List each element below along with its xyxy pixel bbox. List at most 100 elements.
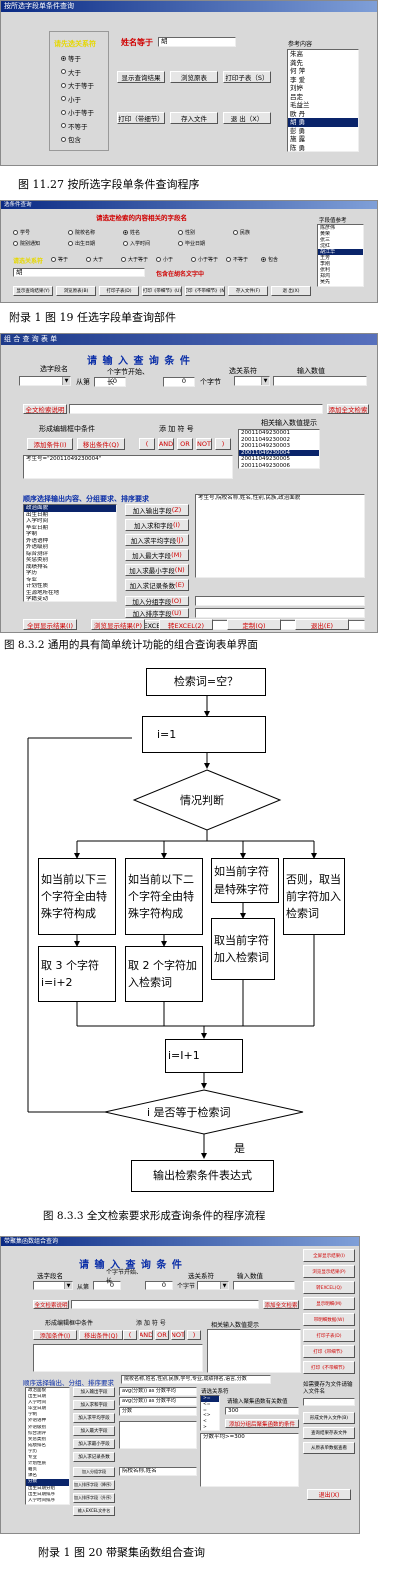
field-item[interactable]: 出生日期分组	[28, 1485, 55, 1491]
action-button[interactable]: )	[215, 438, 231, 450]
reference-item[interactable]: 张三	[320, 237, 331, 243]
field-item[interactable]: 生源地所在地	[26, 589, 60, 596]
add-field-button[interactable]: 加入最大字段(M)	[125, 549, 189, 561]
action-button[interactable]: 转EXCEL(2)	[159, 619, 213, 630]
action-button[interactable]: 带明细数据(W)	[303, 1313, 355, 1326]
output-fields-box[interactable]: 院校名称,姓名,性别,民族,学号,专业,成绩排名,语言,分数	[121, 1375, 271, 1384]
field-item[interactable]: 籍贯	[28, 1467, 37, 1473]
relation-radio[interactable]: 大于	[61, 67, 81, 77]
relation-radio[interactable]: 毕业日期	[178, 240, 205, 247]
action-button[interactable]: 浏览显示结果(P)	[91, 619, 145, 630]
field-item[interactable]: 外语语种	[26, 537, 49, 544]
reference-item[interactable]: 朱高	[290, 50, 303, 58]
exit-button[interactable]: 退出(X)	[307, 1489, 351, 1500]
field-item[interactable]: 计划性质	[28, 1461, 46, 1467]
reference-list[interactable]: 陈彦伟黄荣张三沈红胡江华王芳李刚张利郑鸿吴先	[317, 224, 364, 287]
field-item[interactable]: 奖惩类别	[26, 557, 49, 563]
field-value-input[interactable]: 胡	[158, 37, 236, 47]
agg-value-input[interactable]: 300	[225, 1407, 299, 1415]
length-spinner[interactable]: 0	[163, 377, 195, 387]
action-button[interactable]: OR	[177, 438, 193, 450]
action-button[interactable]: 定制(Q)	[227, 619, 281, 630]
field-item[interactable]: 政治面貌	[28, 1388, 46, 1393]
fulltext-input[interactable]	[69, 404, 323, 414]
action-button[interactable]: 浏览原表(B)	[56, 286, 96, 296]
action-button[interactable]: 显示明细(M)	[303, 1297, 355, 1310]
add-field-button[interactable]: 加入输出字段(Z)	[125, 504, 189, 516]
field-item[interactable]: 课名	[28, 1473, 37, 1479]
relation-radio[interactable]: 出生日期	[68, 240, 95, 247]
field-item[interactable]: 学籍变动	[26, 596, 49, 602]
action-button[interactable]: 存入文件(F)	[228, 286, 268, 296]
field-item[interactable]: 出生日期排序	[28, 1491, 55, 1497]
reference-item[interactable]: 吴先	[320, 279, 331, 285]
fulltext-help-button[interactable]: 全文检索说明	[33, 1300, 69, 1309]
reference-item[interactable]: 李刚	[320, 261, 331, 267]
relation-radio[interactable]: 大于等于	[121, 256, 148, 263]
add-fulltext-button[interactable]: 添加全文检索	[327, 404, 369, 414]
action-button[interactable]: )	[187, 1330, 201, 1340]
action-button[interactable]: 打印子表(D)	[303, 1329, 355, 1342]
hint-list[interactable]	[207, 1329, 301, 1373]
action-button[interactable]: 查询结果存表文件	[303, 1427, 355, 1439]
add-agg-condition-button[interactable]: 添加分组后聚集函数的条件	[225, 1419, 299, 1428]
agg-detail-box[interactable]	[119, 1421, 197, 1449]
agg-condition-box[interactable]: 分数平均>=300	[200, 1433, 299, 1487]
value-input[interactable]	[273, 376, 367, 386]
relation-option[interactable]: <	[203, 1419, 207, 1425]
field-item[interactable]: 奖惩类别	[28, 1436, 46, 1442]
reference-item[interactable]: 沈红	[320, 243, 331, 249]
relation-radio[interactable]: 包含	[61, 134, 81, 144]
reference-item[interactable]: 郑鸿	[320, 273, 331, 279]
add-field-button[interactable]: 加入求记录条数(E)	[125, 579, 189, 591]
start-spinner[interactable]: 0	[93, 1281, 121, 1290]
field-item[interactable]: 成绩排名	[28, 1442, 46, 1448]
relation-radio[interactable]: 性别	[178, 229, 195, 236]
field-list[interactable]: 政治面貌出生日期入学时间毕业日期学制外语语种外语级别综合测评奖惩类别成绩排名学历…	[23, 504, 117, 602]
relation-radio[interactable]: 大于等于	[61, 80, 94, 90]
action-button[interactable]: 输入EXCEL文件名	[73, 1506, 115, 1516]
group-fields-box[interactable]: 院校名称,姓名	[119, 1467, 197, 1476]
relation-option[interactable]: =	[203, 1407, 207, 1413]
action-button[interactable]: OR	[155, 1330, 169, 1340]
action-button[interactable]: 打印子表(D)	[99, 286, 139, 296]
relation-radio[interactable]: 小于	[156, 256, 173, 263]
field-item[interactable]: 专业	[26, 576, 38, 583]
hint-item[interactable]: 20011049230006	[241, 462, 290, 469]
action-button[interactable]: 打印《带细节》	[303, 1345, 355, 1358]
hint-item[interactable]: 20011049230003	[241, 443, 290, 449]
reference-item[interactable]: 李 爱	[290, 75, 306, 84]
field-item[interactable]: 入学时间	[28, 1400, 46, 1406]
relation-radio[interactable]: 院校名称	[68, 229, 95, 236]
group-button[interactable]: 加入分组字段(O)	[125, 596, 189, 606]
reference-item[interactable]: 毛益兰	[290, 101, 310, 109]
action-button[interactable]: 加入输出字段	[73, 1387, 115, 1397]
action-button[interactable]: 加入排序字段（降序）	[73, 1480, 115, 1490]
action-button[interactable]: 退 出（X）	[223, 112, 271, 124]
relation-radio[interactable]: 包含	[261, 256, 278, 263]
relation-radio[interactable]: 不等于	[61, 121, 88, 131]
field-item[interactable]: 毕业日期	[26, 524, 49, 531]
add-field-button[interactable]: 加入求平均字段(J)	[125, 534, 189, 546]
reference-item[interactable]: 龚先	[290, 58, 303, 67]
field-item[interactable]: 外语语种	[28, 1418, 46, 1424]
reference-item[interactable]: 陈 勇	[290, 143, 306, 152]
action-button[interactable]: 显示查询结果(Y)	[13, 286, 53, 296]
action-button[interactable]: 加入求和字段	[73, 1400, 115, 1410]
field-item[interactable]: 学历	[28, 1448, 37, 1454]
relation-radio[interactable]: 等于	[61, 53, 81, 63]
relation-radio[interactable]: 姓名	[123, 229, 140, 236]
field-item[interactable]: 入学时间排序	[28, 1497, 55, 1503]
add-fulltext-button[interactable]: 添加全文检索	[263, 1300, 299, 1309]
action-button[interactable]: 加入最大字段	[73, 1426, 115, 1436]
relation-radio[interactable]: 入学时间	[123, 240, 150, 247]
remove-condition-button[interactable]: 移出条件(Q)	[79, 1330, 123, 1340]
relation-radio[interactable]: 不等于	[226, 256, 248, 263]
reference-item[interactable]: 何 萍	[290, 67, 306, 75]
relation-radio[interactable]: 大于	[86, 256, 103, 263]
file-name-input[interactable]	[303, 1398, 355, 1406]
reference-item[interactable]: 胡江华	[318, 249, 363, 255]
action-button[interactable]: 浏览原表	[170, 71, 218, 83]
field-name-select[interactable]: ▼	[33, 1281, 73, 1290]
